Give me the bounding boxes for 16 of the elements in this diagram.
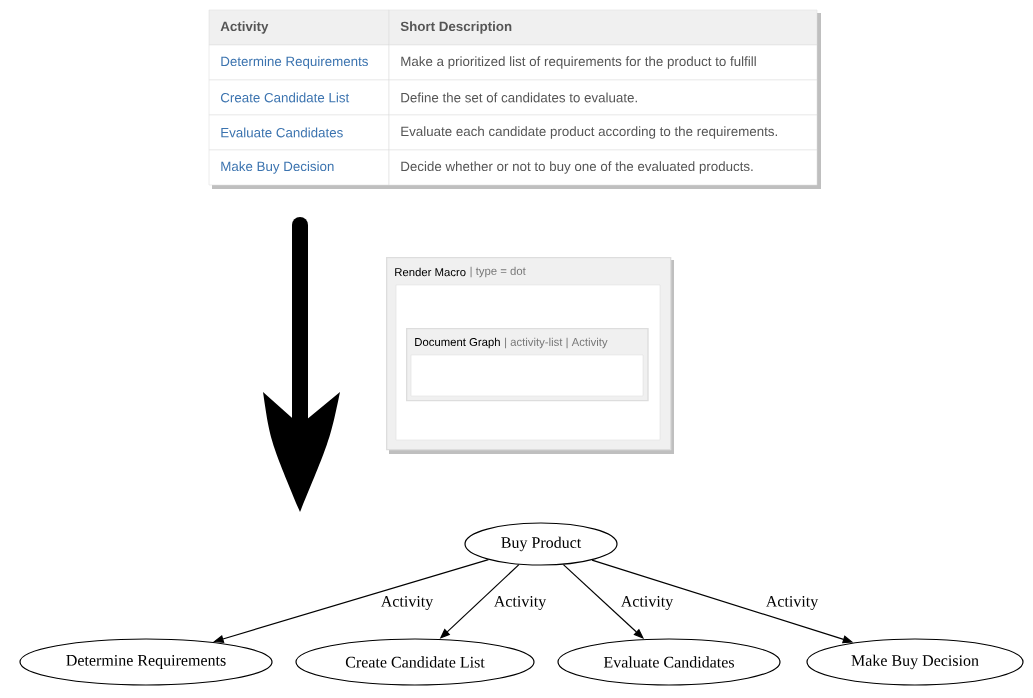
link-cell: Determine Requirements xyxy=(208,44,390,81)
ellipse-node: Make Buy Decision xyxy=(806,638,1024,686)
ellipse-node: Determine Requirements xyxy=(19,638,273,686)
ellipse-node: Buy Product xyxy=(464,522,618,566)
arrow xyxy=(562,564,644,639)
ellipse-node: Evaluate Candidates xyxy=(557,638,781,686)
edge-label: Activity xyxy=(492,594,548,612)
link-cell: Evaluate Candidates xyxy=(208,114,390,151)
edge-label: Activity xyxy=(379,594,435,612)
macro-box: Document Graph | activity-list | Activity xyxy=(406,328,649,402)
header-cell: Activity xyxy=(208,9,390,46)
link-cell: Make Buy Decision xyxy=(208,149,390,186)
edge-label: Activity xyxy=(619,594,675,612)
link-cell: Create Candidate List xyxy=(208,79,390,116)
edge-label: Activity xyxy=(764,594,820,612)
ellipse-node: Create Candidate List xyxy=(295,638,535,686)
